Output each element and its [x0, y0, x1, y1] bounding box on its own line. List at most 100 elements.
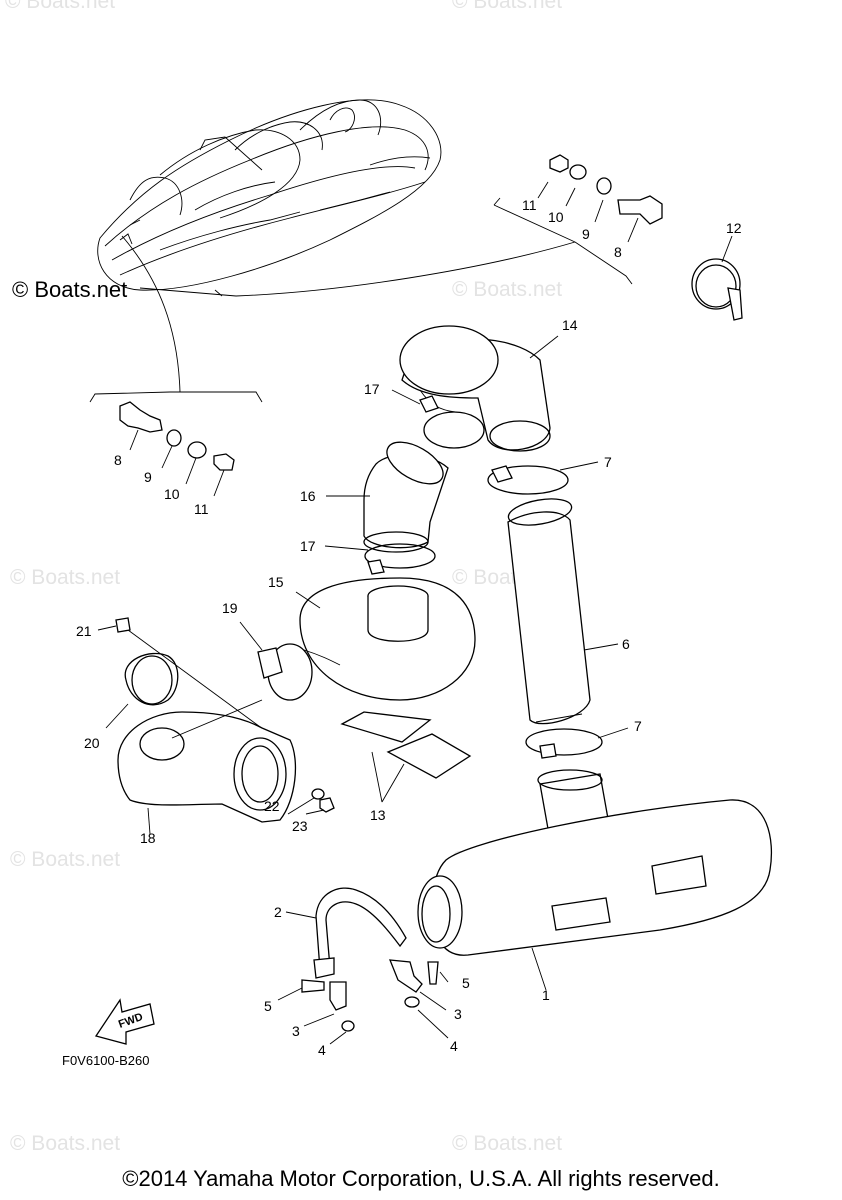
leader-5-left	[277, 987, 303, 1001]
bracket-detail-upper	[493, 197, 633, 285]
bolt-5-right	[427, 961, 439, 985]
rubber-pads-13	[340, 711, 472, 779]
leader-20	[105, 703, 129, 729]
leader-21	[97, 625, 117, 631]
callout-17-lower: 17	[300, 538, 316, 554]
callout-13: 13	[370, 807, 386, 823]
watercraft-illustration	[97, 99, 442, 297]
callout-6: 6	[622, 636, 630, 652]
hose-clamp-17-upper	[419, 395, 485, 449]
callout-10-upper: 10	[548, 209, 564, 225]
exhaust-hose-14	[399, 325, 551, 452]
elbow-hose-16	[363, 441, 449, 553]
callout-11-upper: 11	[522, 197, 537, 213]
callout-5-right: 5	[462, 975, 470, 991]
fitting-8-left	[119, 401, 163, 433]
callout-19: 19	[222, 600, 238, 616]
callout-10-left: 10	[164, 486, 180, 502]
callout-16: 16	[300, 488, 316, 504]
leader-12	[721, 235, 733, 263]
forward-arrow-icon: FWD	[94, 998, 155, 1045]
callout-22: 22	[264, 798, 280, 814]
leader-10-left	[185, 457, 197, 485]
drain-fitting-set-left	[119, 401, 235, 471]
callout-23: 23	[292, 818, 308, 834]
leader-7-lower	[597, 727, 629, 739]
watermark-upper-right: © Boats.net	[452, 278, 562, 301]
leader-3-right	[419, 991, 447, 1011]
flange-ring-20	[124, 652, 179, 706]
callout-17-upper: 17	[364, 381, 380, 397]
bolt-5-left	[301, 979, 325, 993]
leader-detail-upper	[235, 241, 576, 297]
watermark-lower-left: © Boats.net	[10, 848, 120, 871]
leader-1	[531, 947, 547, 991]
callout-15: 15	[268, 574, 284, 590]
muffler-1	[417, 769, 773, 956]
leader-15	[295, 591, 321, 609]
callout-7-lower: 7	[634, 718, 642, 734]
watermark-bottom-right: © Boats.net	[452, 1132, 562, 1155]
bracket-3-left	[329, 981, 347, 1011]
watermark-top-left: © Boats.net	[5, 0, 115, 13]
washer-9-upper	[596, 177, 612, 195]
leader-23	[305, 809, 325, 815]
hose-clamp-19	[257, 647, 283, 679]
washer-9-left	[166, 429, 182, 447]
nut-10-upper	[569, 164, 587, 180]
exhaust-hose-6	[507, 498, 591, 725]
callout-numbers: 1 2 3 3 4 4 5 5 6 7 7 8 8 9 9 10 10 11 1…	[76, 197, 742, 1058]
leader-5-right	[439, 971, 449, 983]
leader-11-left	[213, 469, 225, 497]
copyright-notice: ©2014 Yamaha Motor Corporation, U.S.A. A…	[122, 1166, 720, 1191]
callout-9-left: 9	[144, 469, 152, 485]
leader-9-upper	[594, 199, 604, 223]
callout-9-upper: 9	[582, 226, 590, 242]
leader-3-left	[303, 1013, 335, 1027]
leader-9-left	[161, 445, 173, 469]
hose-clamp-7-lower	[525, 728, 603, 759]
hose-clamp-7-upper	[487, 465, 569, 495]
watermark-bottom-left: © Boats.net	[10, 1132, 120, 1155]
boats-net-logo-text: © Boats.net	[12, 277, 127, 302]
leader-13	[371, 751, 405, 803]
callout-8-upper: 8	[614, 244, 622, 260]
leader-22	[287, 797, 315, 815]
callout-4-right: 4	[450, 1038, 458, 1054]
clamp-11-left	[213, 453, 235, 471]
leader-19	[239, 621, 263, 651]
band-clamp-12	[691, 258, 743, 321]
background-watermarks: © Boats.net © Boats.net © Boats.net © Bo…	[5, 0, 562, 1155]
leader-4-left	[329, 1031, 347, 1045]
callout-20: 20	[84, 735, 100, 751]
waterlock-15	[267, 577, 476, 701]
leader-17-lower	[324, 545, 369, 551]
hose-clamp-17-lower	[364, 543, 436, 575]
muffler-band-2	[313, 887, 407, 979]
leader-8-left	[129, 429, 139, 451]
drawing-code: F0V6100-B260	[62, 1053, 149, 1068]
watermark-middle-left: © Boats.net	[10, 566, 120, 589]
fitting-8-upper	[617, 195, 663, 225]
watermark-top-right: © Boats.net	[452, 0, 562, 13]
callout-3-right: 3	[454, 1006, 462, 1022]
callout-3-left: 3	[292, 1023, 300, 1039]
clamp-11-upper	[549, 154, 569, 173]
leader-4-right	[417, 1009, 449, 1039]
washer-4-right	[404, 996, 420, 1008]
nut-10-left	[187, 441, 207, 459]
exhaust-pipe-18	[117, 711, 297, 823]
leader-10-upper	[565, 187, 576, 207]
leader-17-upper	[391, 389, 421, 405]
leader-18	[147, 807, 151, 835]
callout-11-left: 11	[194, 501, 209, 517]
callout-2: 2	[274, 904, 282, 920]
callout-1: 1	[542, 987, 550, 1003]
bracket-detail-left	[89, 391, 263, 403]
leader-8-upper	[627, 217, 639, 243]
bolt-21	[115, 617, 131, 633]
callout-8-left: 8	[114, 452, 122, 468]
callout-18: 18	[140, 830, 156, 846]
leader-2	[285, 911, 317, 919]
